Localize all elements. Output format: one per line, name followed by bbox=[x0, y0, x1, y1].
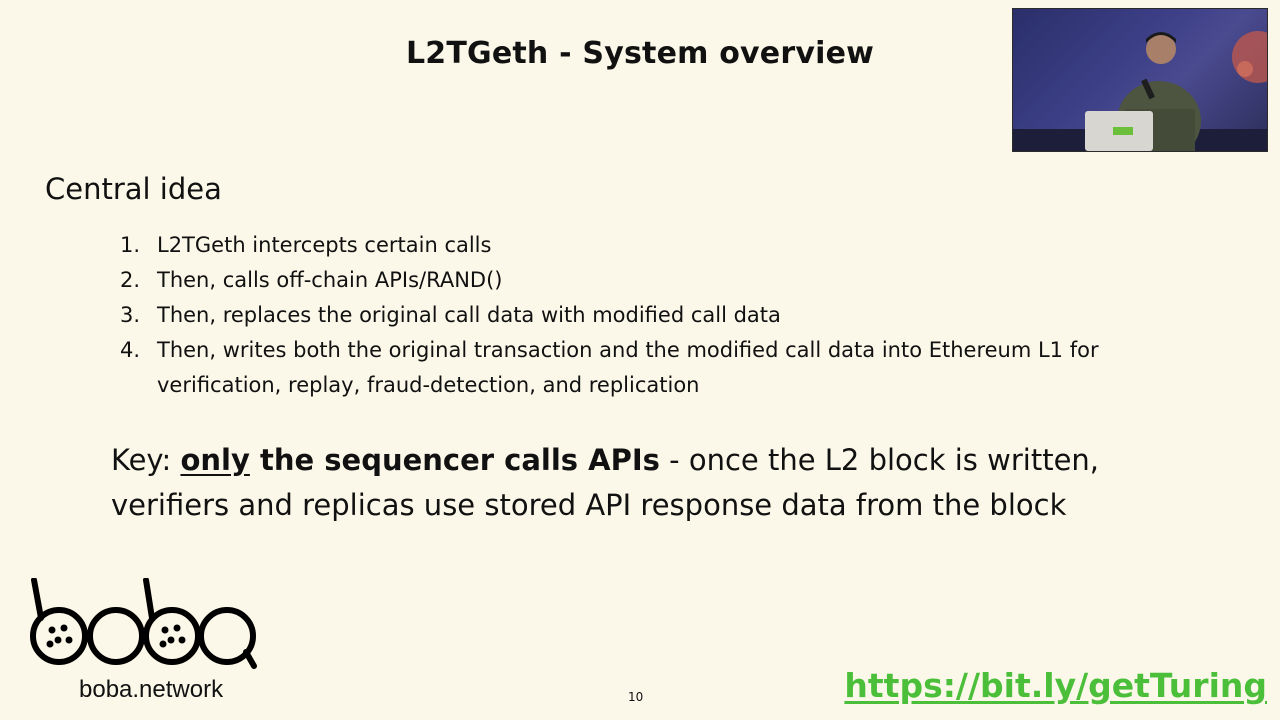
section-heading: Central idea bbox=[45, 172, 222, 206]
page-number: 10 bbox=[628, 690, 644, 704]
list-number: 2. bbox=[120, 268, 141, 292]
list-item: 2. Then, calls off-chain APIs/RAND() bbox=[120, 263, 1220, 298]
list-item: 3. Then, replaces the original call data … bbox=[120, 298, 1220, 333]
list-text: Then, replaces the original call data wi… bbox=[157, 303, 781, 327]
list-text: Then, writes both the original transacti… bbox=[157, 338, 1099, 397]
list-item: 4. Then, writes both the original transac… bbox=[120, 333, 1220, 403]
list-text: L2TGeth intercepts certain calls bbox=[157, 233, 492, 257]
key-emphasis-underlined: only bbox=[180, 443, 250, 477]
list-number: 1. bbox=[120, 233, 141, 257]
logo-text: boba.network bbox=[79, 676, 224, 703]
key-prefix: Key: bbox=[111, 443, 181, 477]
presenter-video-icon bbox=[1013, 31, 1267, 151]
list-number: 4. bbox=[120, 338, 141, 362]
key-rest: - once the L2 block is written, verifier… bbox=[111, 443, 1100, 522]
slide-title: L2TGeth - System overview bbox=[405, 36, 875, 71]
list-number: 3. bbox=[120, 303, 141, 327]
list-text: Then, calls off-chain APIs/RAND() bbox=[157, 268, 503, 292]
list-item: 1. L2TGeth intercepts certain calls bbox=[120, 228, 1220, 263]
key-statement: Key: only the sequencer calls APIs - onc… bbox=[111, 438, 1191, 528]
key-emphasis-bold: the sequencer calls APIs bbox=[249, 443, 660, 477]
steps-list: 1. L2TGeth intercepts certain calls 2. The… bbox=[120, 228, 1220, 403]
turing-link[interactable]: https://bit.ly/getTuring bbox=[844, 666, 1267, 705]
speaker-video-thumbnail bbox=[1012, 8, 1268, 152]
boba-logo-icon bbox=[30, 578, 257, 669]
